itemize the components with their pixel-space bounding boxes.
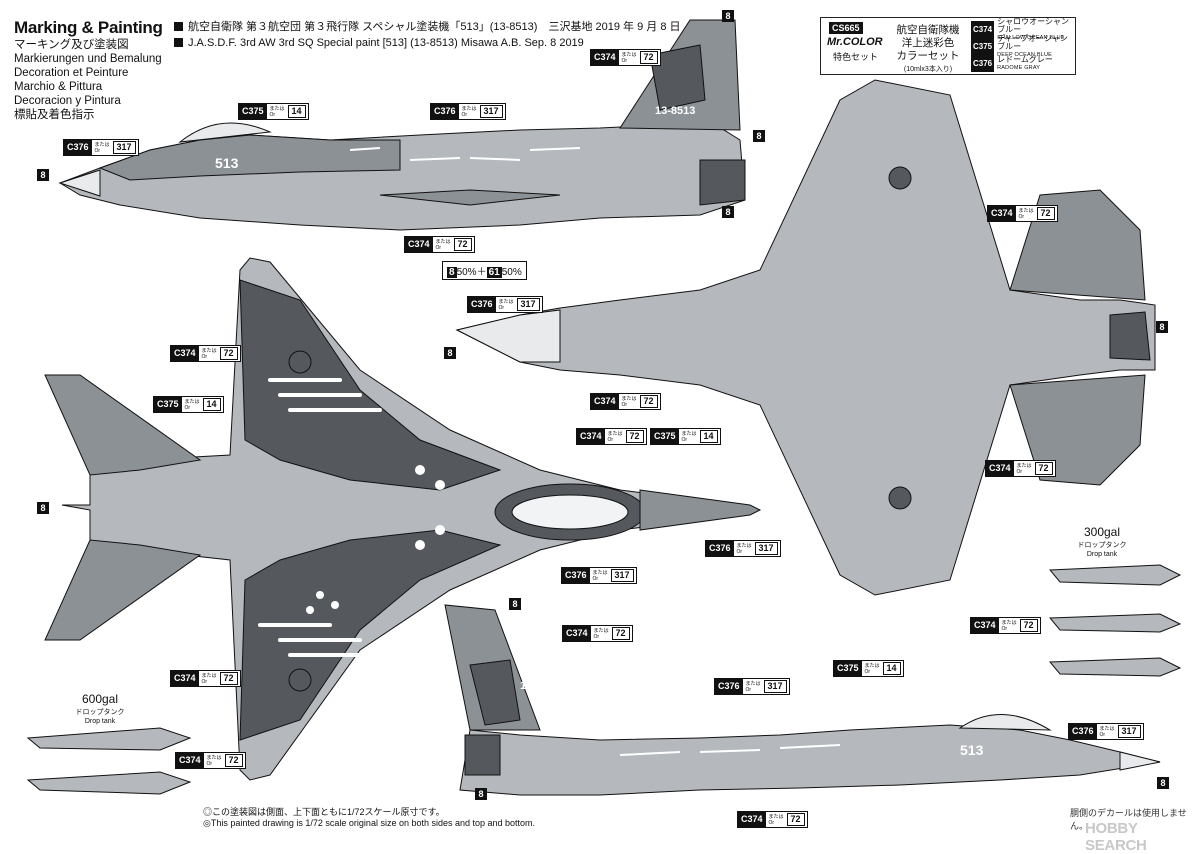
subject-line-en: J.A.S.D.F. 3rd AW 3rd SQ Special paint […: [174, 36, 584, 51]
footnote-jp: ◎この塗装図は側面、上下面ともに1/72スケール原寸です。: [203, 807, 445, 817]
tank-300gal-label: 300gal ドロップタンク Drop tank: [1077, 525, 1127, 558]
square-bullet-icon: [174, 22, 183, 31]
corner-note: 胴側のデカールは使用しません。: [1070, 808, 1187, 831]
side-view-upper: [58, 19, 746, 231]
color-set-box: CS665 Mr.COLOR 特色セット 航空自衛隊機 洋上迷彩色 カラーセット…: [820, 17, 1076, 75]
marker-8: 8: [509, 598, 521, 610]
title-lang-1: マーキング及び塗装図: [14, 39, 129, 51]
marker-8: 8: [37, 502, 49, 514]
marker-8: 8: [1156, 321, 1168, 333]
subject-line-jp: 航空自衛隊 第３航空団 第３飛行隊 スペシャル塗装機「513」(13-8513)…: [174, 20, 681, 35]
set-brand: Mr.COLOR: [827, 36, 883, 48]
serial-upper: 13-8513: [655, 105, 696, 117]
marker-8: 8: [1157, 777, 1169, 789]
marker-8: 8: [722, 206, 734, 218]
title-lang-3: Decoration et Peinture: [14, 67, 129, 79]
drop-tanks: [26, 564, 1182, 795]
marker-8: 8: [37, 169, 49, 181]
side-number-upper: 513: [215, 155, 239, 171]
marker-8: 8: [722, 10, 734, 22]
set-brand-sub: 特色セット: [833, 52, 879, 62]
title-lang-5: Decoracion y Pintura: [14, 95, 121, 107]
bottom-view: [455, 79, 1156, 596]
top-view: [44, 257, 762, 781]
side-number-lower: 513: [960, 742, 984, 758]
title-lang-2: Markierungen und Bemalung: [14, 53, 162, 65]
page-title: Marking & Painting: [14, 18, 163, 37]
footnote-en: ◎This painted drawing is 1/72 scale orig…: [203, 818, 536, 828]
watermark: HOBBY SEARCH: [1085, 820, 1147, 854]
tank-600gal-label: 600gal ドロップタンク Drop tank: [75, 692, 125, 725]
title-lang-6: 標貼及着色指示: [14, 109, 95, 121]
side-view-lower: [444, 604, 1161, 796]
title-lang-4: Marchio & Pittura: [14, 81, 103, 93]
header-block: Marking & Painting マーキング及び塗装図 Markierung…: [14, 18, 163, 122]
set-name: 航空自衛隊機 洋上迷彩色 カラーセット (10mlx3本入り): [896, 24, 960, 73]
set-badge: CS665: [829, 22, 863, 34]
square-bullet-icon: [174, 38, 183, 47]
serial-lower: 13-8513: [520, 680, 561, 692]
marker-8: 8: [753, 130, 765, 142]
marker-8: 8: [444, 347, 456, 359]
marker-8: 8: [475, 788, 487, 800]
